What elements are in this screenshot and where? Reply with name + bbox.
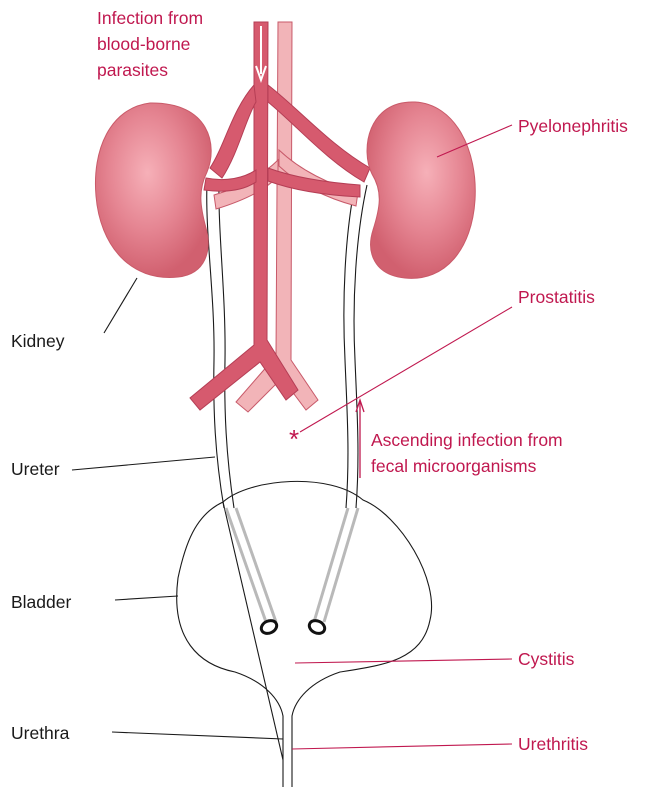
label-cystitis: Cystitis bbox=[518, 649, 575, 669]
kidney-leader bbox=[104, 278, 137, 333]
bladder-leader bbox=[115, 596, 178, 600]
left-ureter bbox=[207, 182, 234, 508]
cystitis-leader bbox=[295, 659, 512, 663]
label-bladder: Bladder bbox=[11, 592, 71, 612]
right-kidney bbox=[367, 102, 475, 278]
label-infection-blood: Infection from blood-borne parasites bbox=[97, 8, 208, 80]
urethritis-leader bbox=[292, 744, 512, 749]
left-ureteral-orifice bbox=[259, 618, 279, 636]
right-ureter bbox=[344, 185, 367, 508]
blood-vessels bbox=[190, 22, 370, 412]
urethra-leader bbox=[112, 732, 283, 739]
left-kidney bbox=[95, 103, 211, 277]
ureter-leader bbox=[72, 457, 215, 470]
prostatitis-leader bbox=[300, 307, 512, 432]
left-ureter-intramural bbox=[226, 508, 276, 622]
label-ascending-infection: Ascending infection from fecal microorga… bbox=[371, 430, 568, 476]
bladder-outline bbox=[177, 481, 432, 760]
label-urethra: Urethra bbox=[11, 723, 70, 743]
label-ureter: Ureter bbox=[11, 459, 60, 479]
label-prostatitis: Prostatitis bbox=[518, 287, 595, 307]
label-urethritis: Urethritis bbox=[518, 734, 588, 754]
label-pyelonephritis: Pyelonephritis bbox=[518, 116, 628, 136]
right-ureter-intramural bbox=[314, 508, 358, 622]
label-kidney: Kidney bbox=[11, 331, 65, 351]
prostate-asterisk: * bbox=[289, 424, 299, 454]
